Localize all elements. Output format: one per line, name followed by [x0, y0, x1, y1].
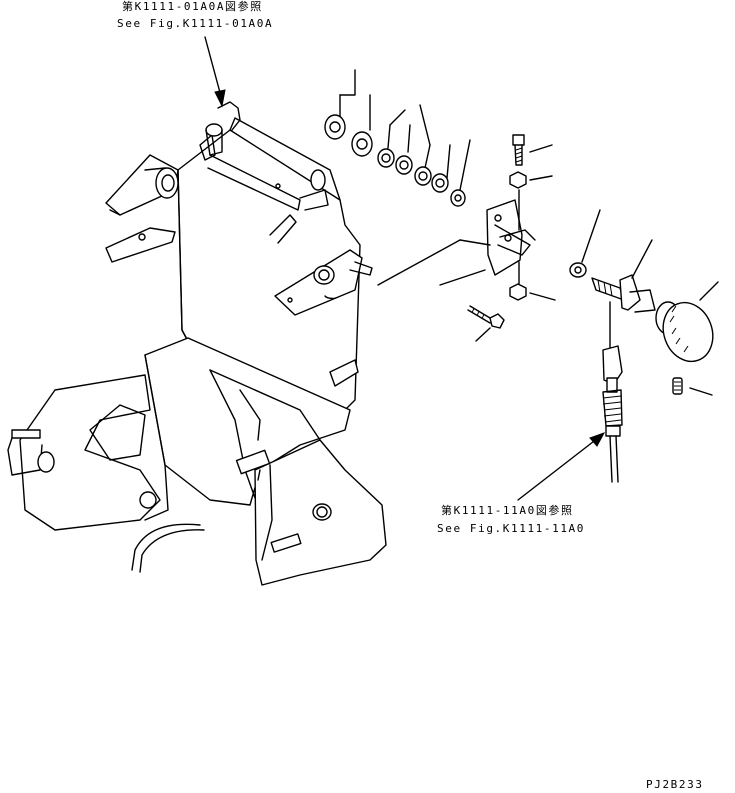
bottom-reference-en: See Fig.K1111-11A0 — [437, 522, 586, 535]
mount-bracket — [377, 134, 556, 342]
drawing-code: PJ2B233 — [646, 778, 704, 791]
bracket-frame — [105, 101, 373, 411]
cable-assembly — [517, 301, 623, 501]
bottom-reference-jp: 第K1111-11A0図参照 — [441, 504, 574, 517]
top-reference-en: See Fig.K1111-01A0A — [117, 17, 274, 30]
pedestal-base — [7, 337, 387, 586]
top-reference-arrow — [204, 36, 226, 108]
knob-assembly — [569, 209, 719, 396]
bushing-stack — [324, 69, 471, 207]
top-reference-jp: 第K1111-01A0A図参照 — [122, 0, 263, 13]
